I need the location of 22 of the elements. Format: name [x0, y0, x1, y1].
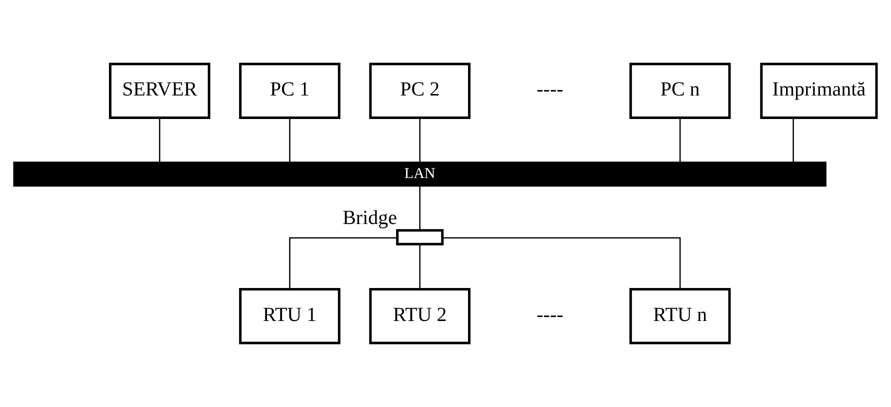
connector	[442, 237, 681, 290]
node-box: RTU 1	[239, 288, 340, 344]
connector	[792, 118, 794, 163]
connector	[419, 186, 420, 230]
connector	[289, 118, 290, 163]
label: ----	[536, 304, 564, 326]
connector	[679, 118, 681, 163]
node-box: LAN	[13, 162, 826, 187]
node-label: Bridge	[342, 206, 398, 229]
node-box: RTU n	[629, 288, 731, 344]
node-box: Imprimantă	[760, 62, 878, 120]
connector	[419, 244, 420, 290]
node-box	[396, 229, 444, 246]
node-box: PC 2	[369, 62, 471, 120]
node-box: PC n	[629, 62, 731, 120]
node-box: RTU 2	[369, 288, 471, 344]
label: ----	[536, 78, 564, 101]
node-box: SERVER	[108, 62, 210, 120]
node-box: PC 1	[239, 62, 340, 120]
connector	[289, 237, 398, 290]
connector	[159, 118, 160, 163]
connector	[419, 118, 420, 163]
